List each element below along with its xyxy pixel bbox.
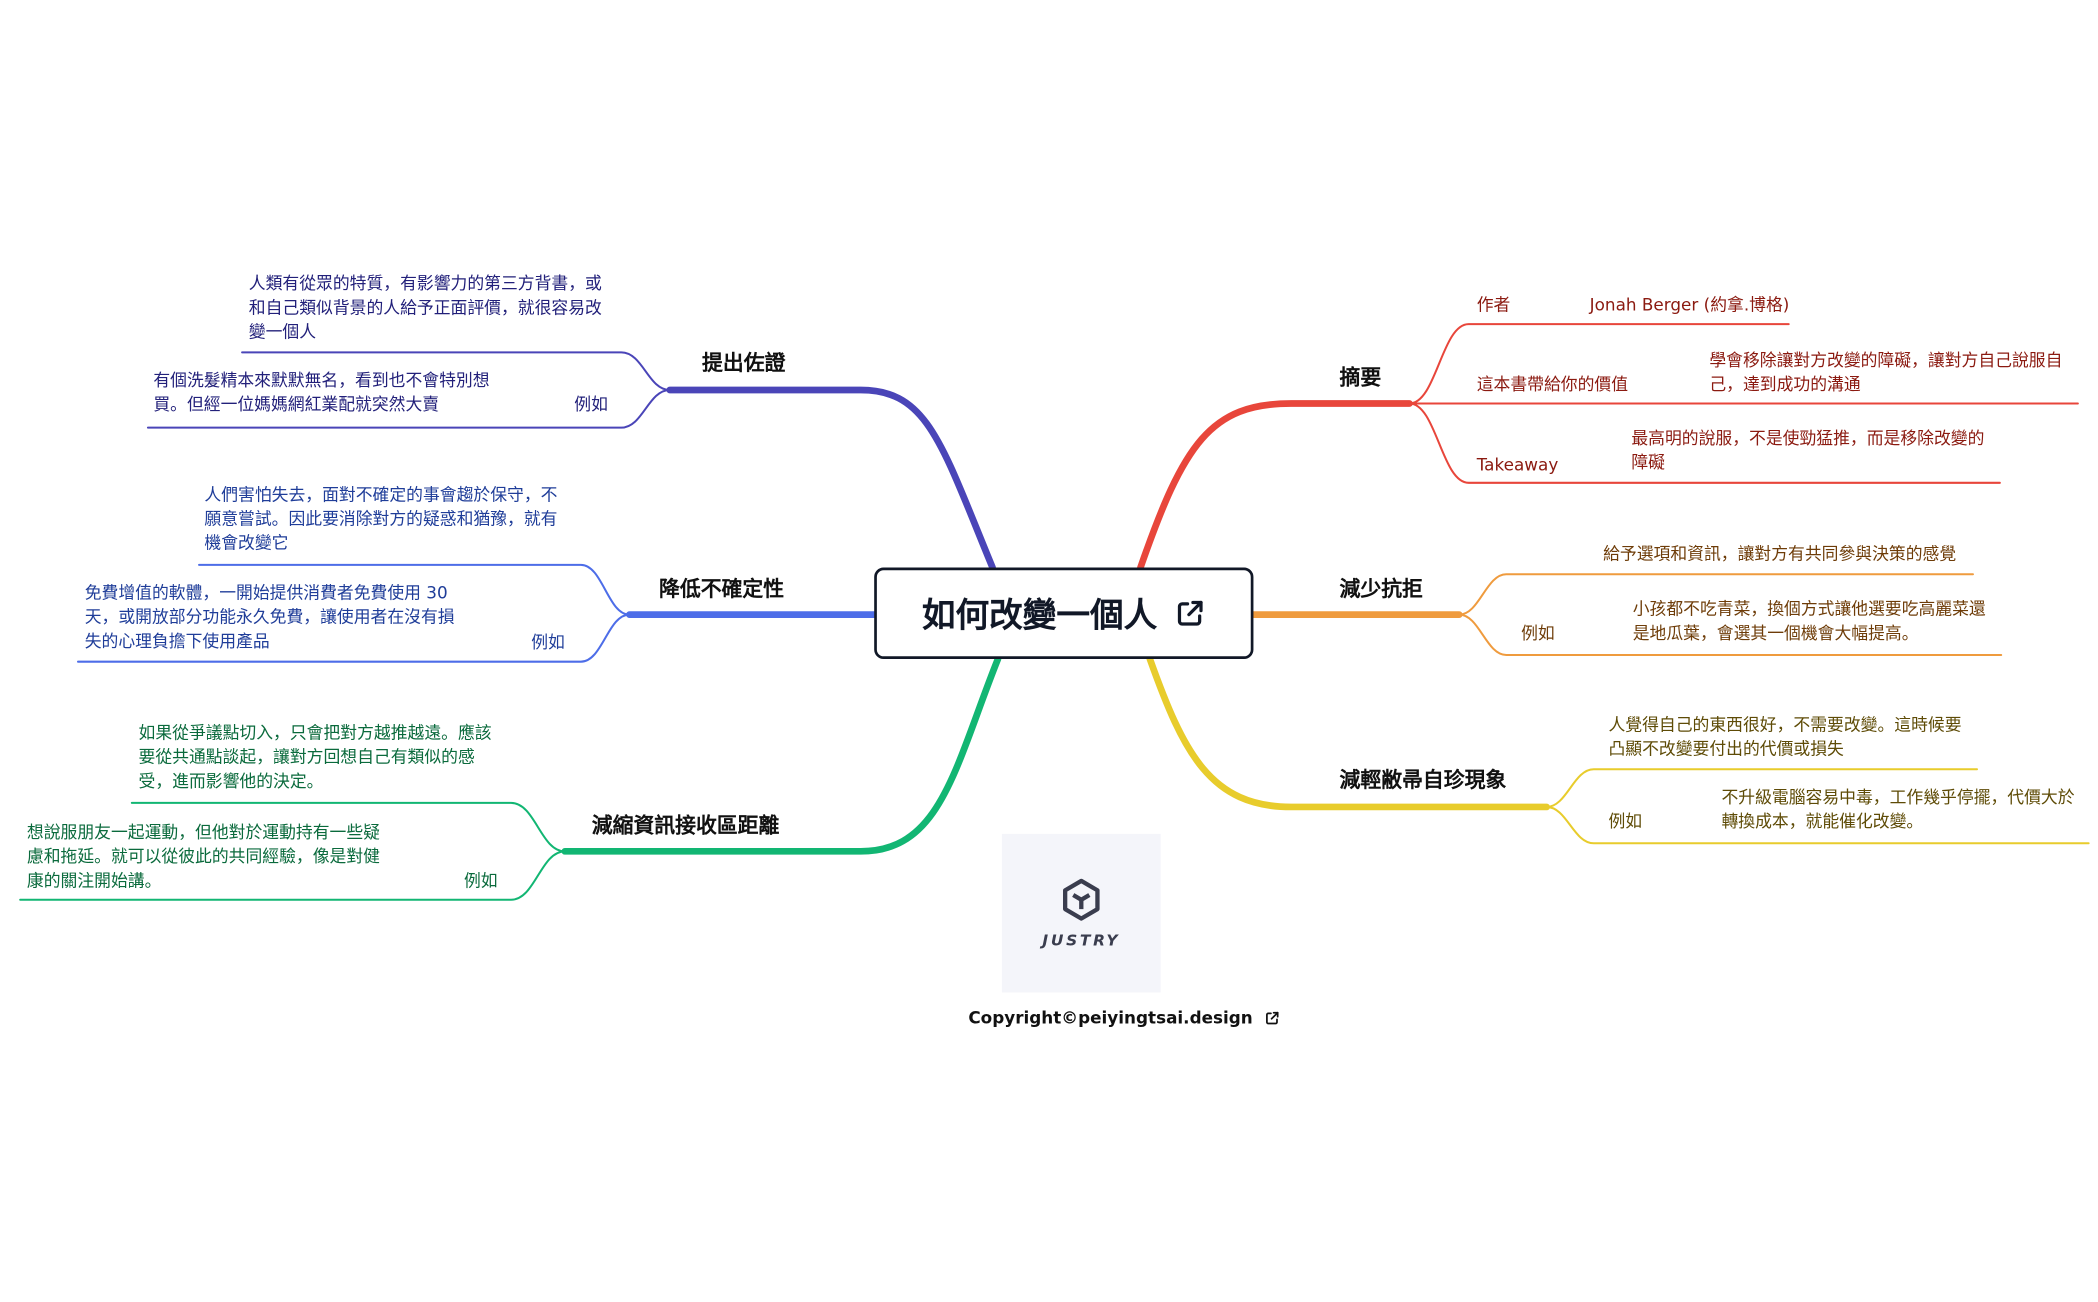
branch-summary[interactable]: 摘要 bbox=[1339, 365, 1382, 391]
distance-example-text: 想說服朋友一起運動，但他對於運動持有一些疑慮和拖延。就可以從彼此的共同經驗，像是… bbox=[26, 821, 380, 891]
logo-text: JUSTRY bbox=[1042, 930, 1121, 950]
uncertainty-point: 人們害怕失去，面對不確定的事會趨於保守，不願意嘗試。因此要消除對方的疑惑和猶豫，… bbox=[204, 484, 558, 553]
connector-summary bbox=[1137, 400, 1413, 571]
evidence-example-text: 有個洗髮精本來默默無名，看到也不會特別想買。但經一位媽媽網紅業配就突然大賣 bbox=[153, 369, 490, 415]
endowment-example-text: 不升級電腦容易中毒，工作幾乎停擺，代價大於轉換成本，就能催化改變。 bbox=[1721, 786, 2075, 832]
branch-evidence[interactable]: 提出佐證 bbox=[702, 351, 786, 376]
branch-distance[interactable]: 減縮資訊接收區距離 bbox=[591, 813, 780, 838]
branch-uncertainty[interactable]: 降低不確定性 bbox=[659, 576, 785, 602]
summary-takeaway-key: Takeaway bbox=[1476, 454, 1559, 475]
copyright-link[interactable]: Copyright©peiyingtsai.design bbox=[968, 1007, 1280, 1028]
summary-takeaway-text: 最高明的說服，不是使勁猛推，而是移除改變的障礙 bbox=[1631, 427, 1985, 473]
distance-point: 如果從爭議點切入，只會把對方越推越遠。應該要從共通點談起，讓對方回想自己有類似的… bbox=[138, 722, 492, 791]
branch-reduce-resistance[interactable]: 減少抗拒 bbox=[1339, 576, 1423, 602]
justry-cube-icon bbox=[1063, 878, 1100, 921]
reduce-resistance-example-key: 例如 bbox=[1521, 622, 1555, 643]
external-link-icon[interactable] bbox=[1173, 597, 1205, 629]
central-topic[interactable]: 如何改變一個人 bbox=[874, 567, 1254, 660]
uncertainty-example-text: 免費增值的軟體，一開始提供消費者免費使用 30 天，或開放部分功能永久免費，讓使… bbox=[84, 582, 455, 651]
branch-endowment[interactable]: 減輕敝帚自珍現象 bbox=[1339, 767, 1507, 793]
endowment-example-key: 例如 bbox=[1608, 810, 1643, 832]
summary-author-key: 作者 bbox=[1476, 294, 1511, 315]
reduce-resistance-example-text: 小孩都不吃青菜，換個方式讓他選要吃高麗菜還是地瓜葉，會選其一個機會大幅提高。 bbox=[1632, 598, 1986, 643]
summary-value-text: 學會移除讓對方改變的障礙，讓對方自己說服自己，達到成功的溝通 bbox=[1709, 349, 2063, 395]
central-topic-title: 如何改變一個人 bbox=[921, 595, 1158, 635]
endowment-point: 人覺得自己的東西很好，不需要改變。這時候要凸顯不改變要付出的代價或損失 bbox=[1608, 714, 1962, 759]
reduce-resistance-point: 給予選項和資訊，讓對方有共同參與決策的感覺 bbox=[1603, 543, 1957, 564]
evidence-example-key: 例如 bbox=[574, 394, 608, 415]
justry-logo: JUSTRY bbox=[1001, 833, 1161, 993]
external-link-icon[interactable] bbox=[1264, 1009, 1280, 1025]
connector-evidence bbox=[666, 386, 996, 571]
connector-distance bbox=[561, 655, 1002, 855]
connector-endowment bbox=[1146, 655, 1550, 811]
uncertainty-example-key: 例如 bbox=[531, 632, 565, 653]
copyright-text: Copyright©peiyingtsai.design bbox=[968, 1007, 1253, 1028]
distance-example-key: 例如 bbox=[463, 870, 498, 891]
summary-author-value: Jonah Berger (約拿.博格) bbox=[1589, 294, 1790, 315]
summary-value-key: 這本書帶給你的價值 bbox=[1476, 373, 1629, 395]
evidence-point: 人類有從眾的特質，有影響力的第三方背書，或和自己類似背景的人給予正面評價，就很容… bbox=[248, 273, 602, 342]
